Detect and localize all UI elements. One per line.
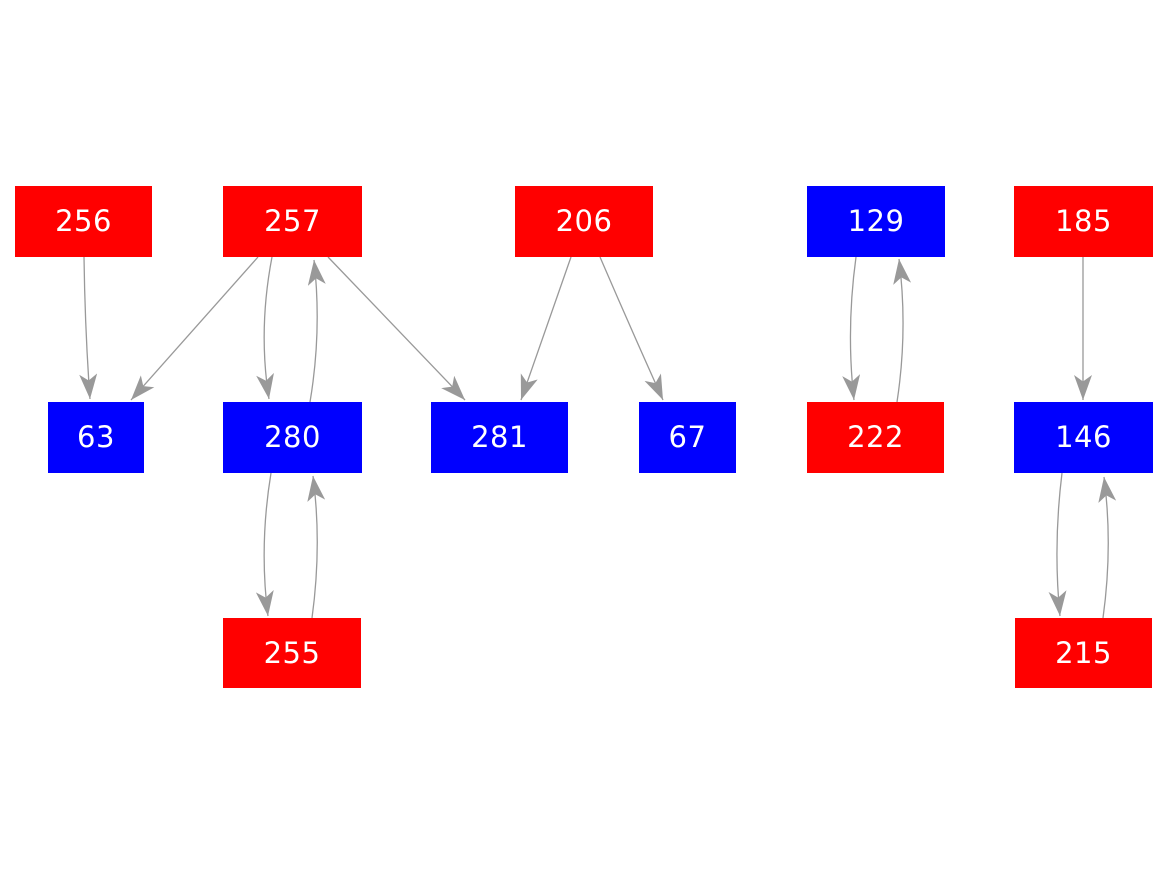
graph-node-255: 255 <box>223 618 361 688</box>
node-label-281: 281 <box>471 420 528 454</box>
node-label-146: 146 <box>1055 420 1112 454</box>
edge-215-to-146 <box>1098 476 1117 619</box>
edge-255-to-280 <box>307 475 326 619</box>
graph-node-67: 67 <box>639 402 736 473</box>
edge-129-to-222 <box>842 256 861 401</box>
node-label-67: 67 <box>668 420 707 454</box>
graph-node-256: 256 <box>15 186 152 257</box>
edge-206-to-281 <box>520 256 572 401</box>
edge-206-to-67 <box>599 256 664 401</box>
edge-256-to-63 <box>79 256 98 400</box>
node-label-185: 185 <box>1055 204 1112 238</box>
node-label-280: 280 <box>264 420 321 454</box>
node-label-129: 129 <box>847 204 905 238</box>
node-label-257: 257 <box>264 204 321 238</box>
edge-280-to-257 <box>307 259 326 403</box>
node-label-222: 222 <box>847 420 904 454</box>
graph-node-281: 281 <box>431 402 568 473</box>
node-label-255: 255 <box>263 635 321 670</box>
graph-node-63: 63 <box>48 402 144 473</box>
graph-node-280: 280 <box>223 402 362 473</box>
edge-257-to-63 <box>130 256 259 401</box>
graph-node-146: 146 <box>1014 402 1153 473</box>
graph-node-185: 185 <box>1014 186 1153 257</box>
edge-222-to-129 <box>893 258 912 403</box>
edge-257-to-280 <box>256 256 274 400</box>
node-label-206: 206 <box>555 204 613 238</box>
graph-node-129: 129 <box>807 186 945 257</box>
graph-node-257: 257 <box>223 186 362 257</box>
edge-257-to-281 <box>327 256 466 401</box>
graph-node-222: 222 <box>807 402 944 473</box>
graph-node-215: 215 <box>1015 618 1152 688</box>
edge-280-to-255 <box>255 472 274 617</box>
node-label-256: 256 <box>55 204 112 238</box>
graph-node-206: 206 <box>515 186 653 257</box>
node-label-63: 63 <box>77 420 115 454</box>
node-label-215: 215 <box>1055 635 1112 670</box>
edge-146-to-215 <box>1048 472 1067 617</box>
